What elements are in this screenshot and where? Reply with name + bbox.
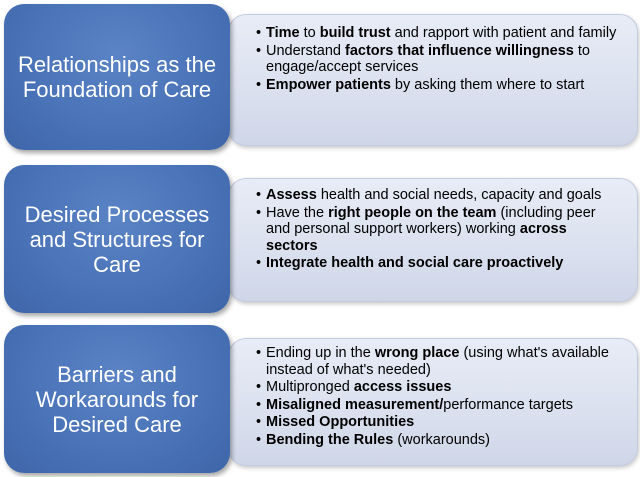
- bold-text: factors that influence willingness: [345, 42, 574, 59]
- text: Multipronged: [266, 379, 354, 395]
- section-title-box: Relationships as the Foundation of Care: [4, 4, 230, 150]
- bold-text: build trust: [319, 25, 391, 41]
- bold-text: Integrate health and social care proacti…: [266, 255, 564, 271]
- bold-text: Bending the Rules: [266, 431, 394, 448]
- text: and rapport with patient and family: [390, 25, 617, 41]
- bold-text: access issues: [353, 379, 452, 395]
- bold-text: across sectors: [266, 221, 567, 254]
- bullet-list: Assess health and social needs, capacity…: [256, 187, 618, 273]
- text: health and social needs, capacity and go…: [316, 187, 602, 203]
- section-title-box: Barriers and Workarounds for Desired Car…: [4, 325, 230, 473]
- text: Ending up in the: [266, 345, 375, 361]
- bullet-item: Integrate health and social care proacti…: [256, 255, 618, 272]
- bullet-list: Ending up in the wrong place (using what…: [256, 345, 618, 449]
- bullet-item: Missed Opportunities: [256, 414, 618, 431]
- text: (workarounds): [393, 431, 490, 448]
- text: performance targets: [443, 396, 574, 413]
- bold-text: Empower patients: [266, 76, 391, 93]
- section-title: Desired Processes and Structures for Car…: [24, 201, 210, 277]
- section-title: Barriers and Workarounds for Desired Car…: [35, 361, 199, 437]
- bullet-item: Bending the Rules (workarounds): [256, 432, 618, 449]
- bullet-item: Understand factors that influence willin…: [256, 43, 618, 76]
- bold-text: Misaligned measurement/: [266, 396, 444, 413]
- bullet-item: Empower patients by asking them where to…: [256, 77, 618, 94]
- section-title: Relationships as the Foundation of Care: [17, 52, 217, 102]
- bullet-item: Assess health and social needs, capacity…: [256, 187, 618, 204]
- text: Understand: [266, 42, 345, 59]
- text: Have the: [266, 204, 329, 221]
- bullet-item: Time to build trust and rapport with pat…: [256, 25, 618, 42]
- bold-text: Missed Opportunities: [266, 414, 415, 430]
- bullet-item: Have the right people on the team (inclu…: [256, 205, 618, 255]
- text: to: [299, 25, 320, 41]
- bullet-item: Ending up in the wrong place (using what…: [256, 345, 618, 378]
- bold-text: wrong place: [374, 345, 460, 361]
- section-title-box: Desired Processes and Structures for Car…: [4, 165, 230, 313]
- bullet-item: Misaligned measurement/performance targe…: [256, 397, 618, 414]
- bold-text: right people on the team: [328, 204, 497, 221]
- text: (using what's available instead of what'…: [266, 345, 609, 378]
- bold-text: Assess: [266, 187, 317, 203]
- text: (including peer and personal support wor…: [266, 204, 596, 238]
- text: to engage/accept services: [266, 42, 590, 76]
- bullet-list: Time to build trust and rapport with pat…: [256, 25, 618, 94]
- text: by asking them where to start: [390, 76, 585, 93]
- bold-text: Time: [266, 25, 300, 41]
- bullet-item: Multipronged access issues: [256, 379, 618, 396]
